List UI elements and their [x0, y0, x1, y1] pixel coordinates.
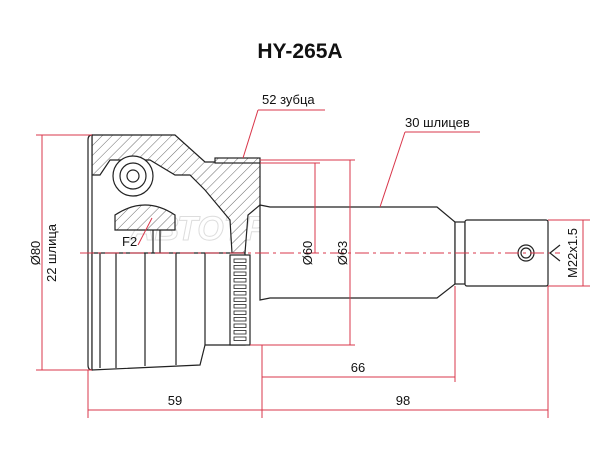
svg-text:30 шлицев: 30 шлицев — [405, 115, 470, 130]
dim-d60: Ø60 — [260, 162, 320, 266]
svg-text:F2: F2 — [122, 234, 137, 249]
ball — [112, 155, 154, 197]
abs-tooth — [233, 278, 247, 283]
svg-text:66: 66 — [351, 360, 365, 375]
abs-tooth — [233, 258, 247, 263]
dim-length-98: 98 — [262, 286, 549, 418]
abs-tooth — [233, 284, 247, 289]
abs-tooth — [233, 291, 247, 296]
abs-tooth — [233, 317, 247, 322]
dim-length-66: 66 — [261, 286, 456, 418]
outer-housing — [87, 134, 261, 371]
dim-length-59: 59 — [87, 370, 262, 418]
svg-text:52 зубца: 52 зубца — [262, 92, 315, 107]
abs-tooth — [233, 271, 247, 276]
svg-text:Ø63: Ø63 — [335, 241, 350, 266]
splines-callout: 30 шлицев — [379, 115, 480, 208]
abs-tooth — [233, 323, 247, 328]
tooth-band — [214, 157, 261, 164]
svg-text:Ø60: Ø60 — [300, 241, 315, 266]
abs-tooth — [233, 297, 247, 302]
abs-tooth — [233, 265, 247, 270]
teeth-callout: 52 зубца — [242, 92, 325, 159]
svg-text:22 шлица: 22 шлица — [44, 223, 59, 282]
dim-d63: Ø63 — [250, 159, 355, 346]
svg-text:M22x1.5: M22x1.5 — [565, 228, 580, 278]
abs-ring — [229, 254, 251, 346]
abs-tooth — [233, 336, 247, 341]
abs-tooth — [233, 330, 247, 335]
svg-text:Ø80: Ø80 — [28, 241, 43, 266]
part-number-title: HY-265A — [257, 40, 342, 63]
abs-tooth — [233, 304, 247, 309]
dim-thread: M22x1.5 — [548, 219, 590, 287]
svg-text:59: 59 — [168, 393, 182, 408]
svg-text:98: 98 — [396, 393, 410, 408]
f2-label: F2 — [122, 217, 153, 249]
dim-outer-diameter: Ø80 22 шлица — [28, 134, 92, 371]
abs-tooth — [233, 310, 247, 315]
